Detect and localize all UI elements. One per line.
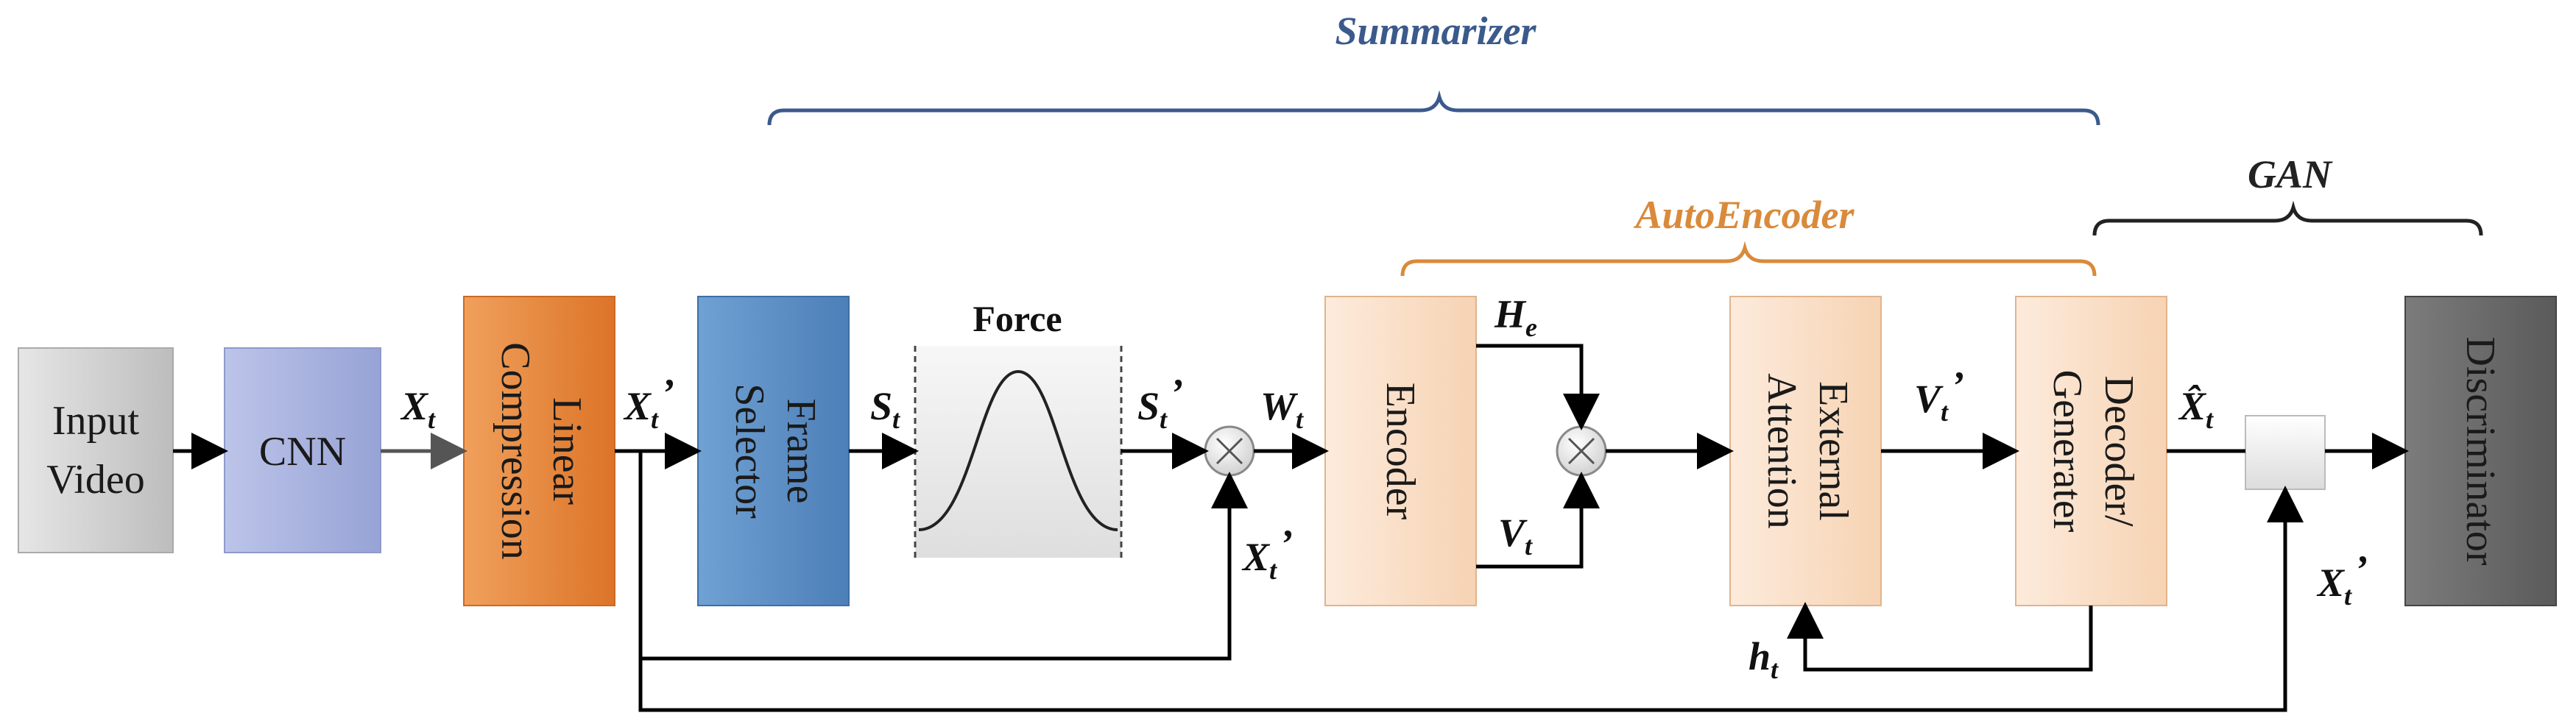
multiply-node-2 bbox=[1556, 425, 1607, 477]
frame-selector-line1: Frame bbox=[778, 398, 824, 503]
small-block bbox=[2245, 415, 2326, 490]
discriminator-label: Discriminator bbox=[2457, 336, 2503, 565]
force-label: Force bbox=[973, 298, 1062, 339]
signal-v-t-prime: Vt’ bbox=[1914, 363, 1964, 427]
gan-brace bbox=[2092, 200, 2483, 236]
decoder-generater-block: Decoder/ Generater bbox=[2015, 296, 2167, 606]
signal-h-t: ht bbox=[1748, 634, 1779, 684]
signal-s-t-prime: St’ bbox=[1137, 371, 1183, 434]
frame-selector-block: Frame Selector bbox=[697, 296, 850, 606]
multiply-node-1 bbox=[1204, 425, 1255, 477]
connections bbox=[173, 344, 2409, 712]
signal-s-t: St bbox=[870, 384, 900, 434]
force-block: Force bbox=[914, 298, 1123, 558]
signal-h-e: He bbox=[1494, 292, 1537, 342]
signal-x-hat-t: X̂t bbox=[2178, 384, 2214, 434]
signal-v-t: Vt bbox=[1498, 511, 1533, 561]
signal-x-t-prime-3: Xt’ bbox=[2316, 547, 2368, 611]
discriminator-block: Discriminator bbox=[2404, 296, 2557, 606]
encoder-block: Encoder bbox=[1324, 296, 1477, 606]
frame-selector-line2: Selector bbox=[727, 383, 772, 519]
input-video-line1: Input bbox=[52, 398, 140, 444]
signal-x-t-prime-1: Xt’ bbox=[623, 371, 674, 434]
input-video-block: Input Video bbox=[18, 347, 174, 553]
external-attention-line2: Attention bbox=[1759, 373, 1804, 529]
decoder-generater-line1: Decoder/ bbox=[2096, 375, 2142, 527]
cnn-label: CNN bbox=[259, 429, 346, 475]
input-video-line2: Video bbox=[46, 457, 145, 503]
external-attention-block: External Attention bbox=[1729, 296, 1882, 606]
gan-label: GAN bbox=[2248, 152, 2333, 196]
summarizer-label: Summarizer bbox=[1335, 9, 1536, 53]
summarizer-brace bbox=[767, 90, 2100, 126]
autoencoder-label: AutoEncoder bbox=[1633, 193, 1855, 237]
summarizer-group: Summarizer bbox=[767, 9, 2100, 126]
linear-compression-block: Linear Compression bbox=[463, 296, 615, 606]
force-curve bbox=[918, 369, 1118, 531]
signal-w-t: Wt bbox=[1260, 384, 1304, 434]
autoencoder-group: AutoEncoder bbox=[1400, 193, 2097, 277]
decoder-generater-line2: Generater bbox=[2044, 370, 2090, 533]
linear-compression-line2: Compression bbox=[493, 342, 538, 560]
gan-group: GAN bbox=[2092, 152, 2483, 236]
signal-x-t-1: Xt bbox=[400, 384, 436, 434]
encoder-label: Encoder bbox=[1377, 383, 1423, 520]
linear-compression-line1: Linear bbox=[544, 397, 590, 505]
autoencoder-brace bbox=[1400, 241, 2097, 277]
external-attention-line1: External bbox=[1810, 381, 1856, 521]
cnn-block: CNN bbox=[224, 347, 381, 553]
signal-x-t-prime-2: Xt’ bbox=[1241, 522, 1293, 585]
